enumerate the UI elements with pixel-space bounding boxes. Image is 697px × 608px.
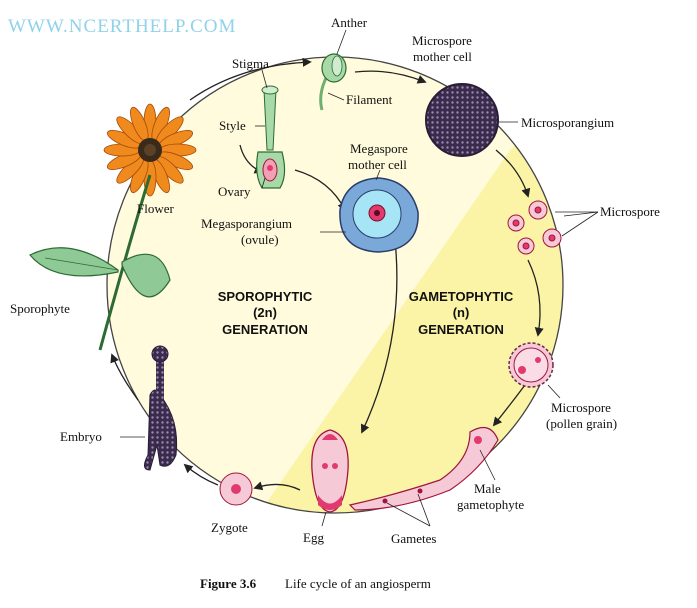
label-ovary: Ovary [218,184,251,199]
gametophytic-title-1: GAMETOPHYTIC [409,289,514,304]
label-style: Style [219,118,246,133]
sporophytic-title-3: GENERATION [222,322,308,337]
microspore-cells [507,200,562,255]
sporophytic-title-1: SPOROPHYTIC [218,289,313,304]
caption-text: Life cycle of an angiosperm [285,576,431,591]
label-gametes: Gametes [391,531,436,546]
zygote-illustration [219,472,253,506]
gametophytic-title-3: GENERATION [418,322,504,337]
gametophytic-region [265,60,563,513]
sporophyte-illustration [29,174,171,351]
label-egg: Egg [303,530,324,545]
cycle-circle [106,56,564,514]
label-male-gametophyte-2: gametophyte [457,497,524,512]
label-microspore-mother-cell-1: Microspore [412,33,472,48]
label-megaspore-mother-cell-1: Megaspore [350,141,408,156]
label-microspore: Microspore [600,204,660,219]
sporophytic-title-2: (2n) [253,305,277,320]
labels: Anther Microspore mother cell Stigma Fil… [10,15,660,546]
pollen-grain-illustration [508,342,554,388]
anther-illustration [319,53,347,111]
label-microspore-pollen-2: (pollen grain) [546,416,617,431]
label-anther: Anther [331,15,368,30]
caption-number: Figure 3.6 [200,576,257,591]
label-zygote: Zygote [211,520,248,535]
label-stigma: Stigma [232,56,269,71]
generation-titles: SPOROPHYTIC (2n) GENERATION GAMETOPHYTIC… [218,289,514,337]
flower-illustration [103,103,197,197]
label-microspore-pollen-1: Microspore [551,400,611,415]
label-embryo: Embryo [60,429,102,444]
label-megasporangium-1: Megasporangium [201,216,292,231]
label-microspore-mother-cell-2: mother cell [413,49,472,64]
figure-caption: Figure 3.6 Life cycle of an angiosperm [200,576,431,591]
label-sporophyte: Sporophyte [10,301,70,316]
microsporangium-illustration [425,83,499,157]
label-flower: Flower [137,201,175,216]
label-male-gametophyte-1: Male [474,481,501,496]
watermark-text: WWW.NCERTHELP.COM [8,16,236,37]
embryo-illustration [144,345,178,471]
label-microsporangium: Microsporangium [521,115,614,130]
megasporangium-illustration [339,177,419,253]
gametophytic-title-2: (n) [453,305,470,320]
leader-lines [120,29,599,527]
pistil-illustration [256,85,286,189]
male-gametophyte-illustration [348,426,499,511]
label-megaspore-mother-cell-2: mother cell [348,157,407,172]
egg-illustration [311,429,349,513]
label-megasporangium-2: (ovule) [241,232,279,247]
label-filament: Filament [346,92,393,107]
